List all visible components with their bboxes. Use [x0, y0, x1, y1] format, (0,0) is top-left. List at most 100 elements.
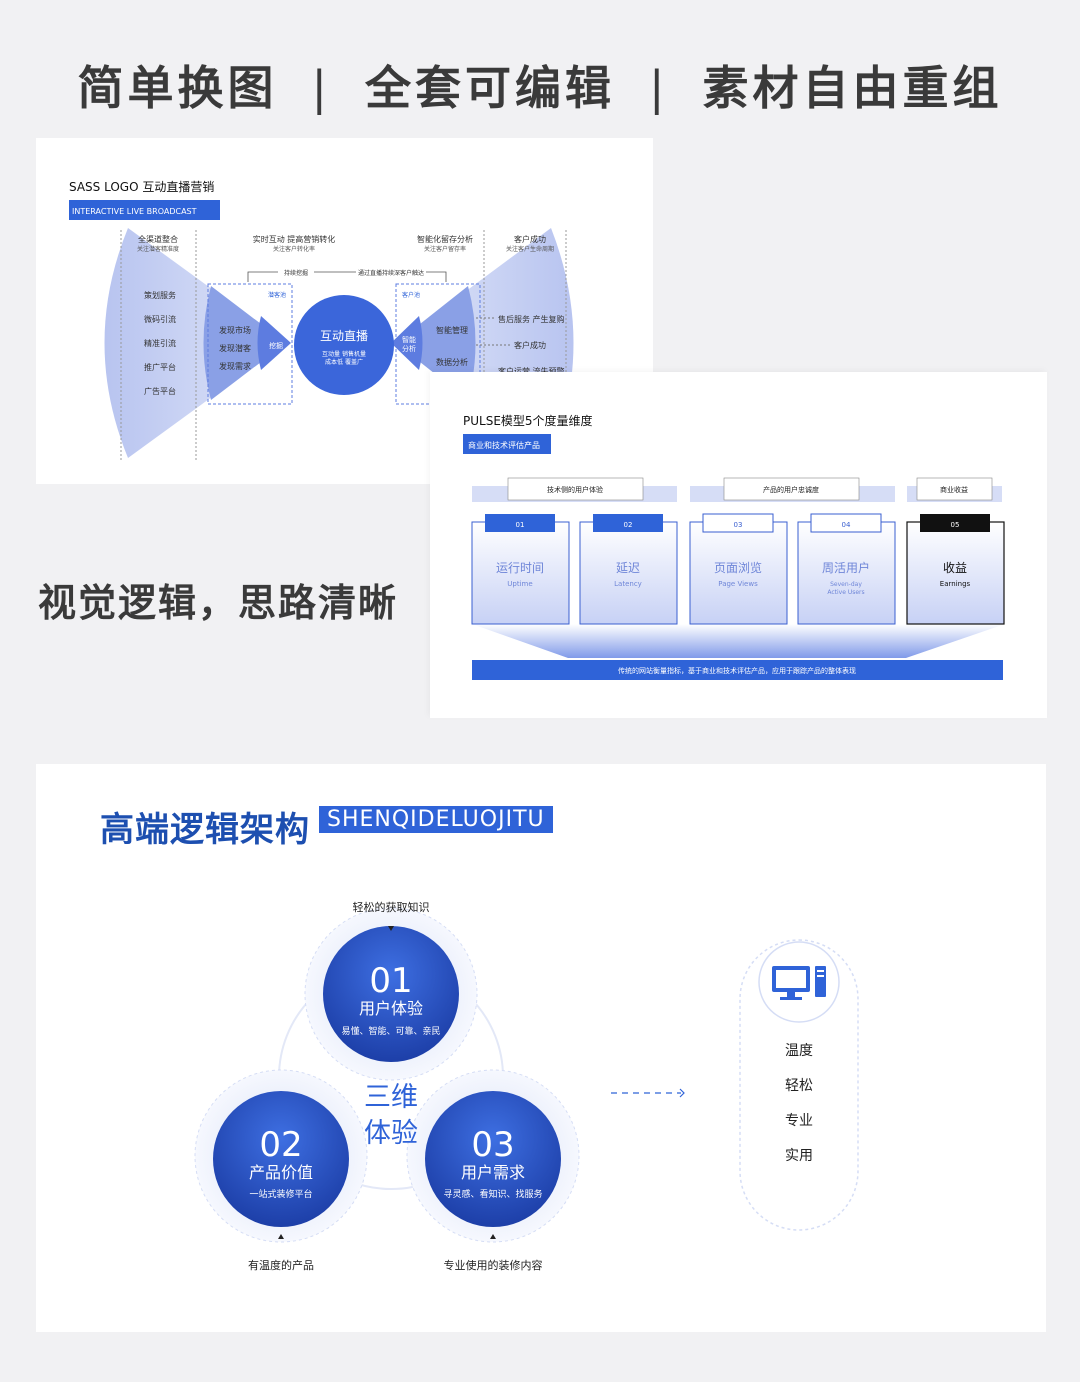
inner-right-item: 数据分析 [436, 357, 468, 367]
slide-card-logic-architecture: 高端逻辑架构 SHENQIDELUOJITU 01 用户体验 易懂、智能、可靠、… [36, 764, 1046, 1332]
top-label-2: 实时互动 提高营销转化 [253, 234, 336, 244]
group-label: 产品的用户忠诚度 [763, 485, 819, 494]
metric-en: Earnings [940, 580, 971, 588]
top-label-1: 全渠道整合 [138, 234, 178, 244]
circle-caption: 有温度的产品 [248, 1258, 314, 1272]
fan-shape [472, 624, 1005, 658]
group-label-box [723, 477, 860, 501]
metric-en: Seven-day [830, 581, 862, 588]
center-circle [294, 295, 394, 395]
headline-separator: | [649, 61, 669, 115]
flow-left-label: 持续挖掘 [284, 269, 308, 277]
top-sub-4: 关注客户生命周期 [506, 245, 554, 253]
arrow-head-icon [679, 1088, 685, 1098]
inner-right-fan [396, 286, 476, 400]
circle-name: 产品价值 [249, 1163, 313, 1182]
inner-left-fan [203, 286, 286, 400]
card2-title: PULSE模型5个度量维度 [463, 413, 593, 428]
circle-desc: 寻灵感、看知识、找服务 [443, 1188, 542, 1200]
metric-cn: 收益 [943, 561, 967, 575]
footer-text: 传统的网站衡量指标，基于商业和技术评估产品，应用于跟踪产品的整体表现 [618, 666, 856, 675]
metric-en: Uptime [507, 580, 532, 588]
headline-segment-1: 简单换图 [77, 61, 278, 115]
center-sub1: 互动量 销售机量 [322, 350, 366, 358]
pill-item: 专业 [785, 1113, 813, 1129]
headline-separator: | [311, 61, 331, 115]
right-list-item: 客户运营 流失预警 [498, 366, 565, 376]
pill-container [739, 939, 859, 1231]
dig-wedge [257, 316, 291, 370]
inner-left-item: 发现潜客 [219, 343, 251, 353]
circle-name: 用户体验 [359, 999, 423, 1018]
right-list-item: 售后服务 产生复购 [498, 314, 565, 324]
metric-en: Active Users [827, 589, 864, 596]
card1-tag-bg [69, 200, 220, 220]
circle-num: 02 [259, 1125, 302, 1165]
metric-cn: 延迟 [616, 561, 640, 575]
top-label-3: 智能化留存分析 [417, 234, 473, 244]
center-label-2: 体验 [364, 1118, 418, 1149]
dig-label: 挖掘 [269, 341, 283, 350]
circle-desc: 易懂、智能、可靠、亲民 [341, 1025, 440, 1037]
circle-desc: 一站式装修平台 [249, 1188, 312, 1200]
metric-en: Page Views [718, 580, 758, 588]
left-fan [104, 228, 286, 458]
smart-analysis-label: 智能分析 [402, 335, 416, 353]
circle-name: 用户需求 [461, 1163, 525, 1182]
card2-tag: 商业和技术评估产品 [468, 440, 540, 450]
left-list-item: 广告平台 [144, 386, 176, 396]
left-pool-tag: 潜客池 [268, 291, 286, 299]
circle-03 [425, 1091, 561, 1227]
metric-card-01: 01 运行时间 Uptime [471, 514, 570, 625]
center-title: 互动直播 [320, 329, 368, 343]
caret-up-icon [278, 1234, 284, 1239]
headline-segment-2: 全套可编辑 [365, 61, 615, 115]
metric-num: 01 [516, 521, 525, 529]
left-pool-box [207, 283, 293, 405]
pulse-diagram: PULSE模型5个度量维度 商业和技术评估产品 技术侧的用户体验 产品的用户忠诚… [463, 413, 1005, 680]
group-label-box [916, 477, 993, 501]
analysis-wedge [391, 316, 423, 370]
group-label-box [507, 477, 644, 501]
circle-02 [213, 1091, 349, 1227]
caret-up-icon [490, 1234, 496, 1239]
side-title: 视觉逻辑，思路清晰 [38, 581, 399, 625]
circle-num: 03 [471, 1125, 514, 1165]
card3-title: 高端逻辑架构 [100, 810, 310, 850]
pill-item: 温度 [785, 1043, 813, 1059]
circle-01 [323, 926, 459, 1062]
top-sub-1: 关注潜客精准度 [137, 245, 179, 253]
center-sub2: 成本低 覆盖广 [325, 358, 363, 366]
inner-left-item: 发现市场 [219, 325, 251, 335]
group-label: 技术侧的用户体验 [547, 485, 603, 494]
metric-num: 03 [734, 521, 743, 529]
right-list-item: 客户成功 [514, 340, 546, 350]
top-sub-3: 关注客户留存率 [424, 245, 466, 253]
metric-num: 04 [842, 521, 851, 529]
metric-card-04: 04 周活用户 Seven-day Active Users [797, 513, 896, 625]
three-dimension-diagram: 01 用户体验 易懂、智能、可靠、亲民 02 产品价值 一站式装修平台 03 用… [194, 900, 859, 1272]
slide-card-pulse-model: PULSE模型5个度量维度 商业和技术评估产品 技术侧的用户体验 产品的用户忠诚… [430, 372, 1047, 718]
metric-cn: 运行时间 [496, 561, 544, 575]
inner-right-item: 智能管理 [436, 325, 468, 335]
center-label-1: 三维 [364, 1082, 418, 1113]
left-list-item: 精准引流 [144, 338, 176, 348]
metric-cn: 页面浏览 [714, 560, 762, 575]
top-sub-2: 关注客户转化率 [273, 245, 315, 253]
inner-left-item: 发现需求 [219, 361, 251, 371]
caret-down-icon [388, 926, 394, 931]
computer-icon [772, 966, 826, 1000]
circle-num: 01 [369, 961, 412, 1001]
page-headline: 简单换图|全套可编辑|素材自由重组 [0, 52, 1080, 118]
left-list-item: 推广平台 [144, 362, 176, 372]
metric-num: 02 [624, 521, 633, 529]
card1-title: SASS LOGO 互动直播营销 [69, 180, 214, 194]
left-list-item: 微码引流 [144, 314, 176, 324]
pill-item: 轻松 [785, 1078, 813, 1094]
left-list-item: 策划服务 [144, 290, 176, 300]
slide-card-live-marketing: SASS LOGO 互动直播营销 INTERACTIVE LIVE BROADC… [36, 138, 653, 484]
pill-item: 实用 [785, 1148, 813, 1164]
card2-tag-bg [463, 434, 551, 454]
top-label-4: 客户成功 [514, 234, 546, 244]
metric-num: 05 [951, 521, 960, 529]
